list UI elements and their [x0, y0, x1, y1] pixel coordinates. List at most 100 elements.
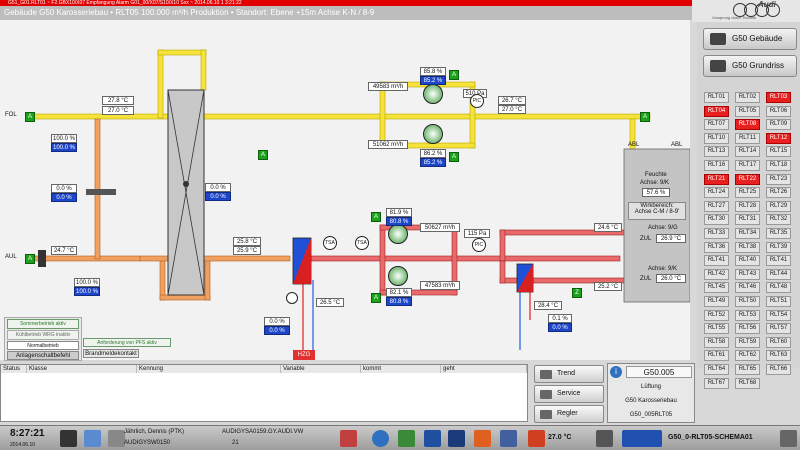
rlt-button[interactable]: RLT26 [766, 187, 791, 199]
rlt-button[interactable]: RLT40 [735, 255, 760, 267]
status-indicator-abl[interactable]: A [640, 112, 650, 122]
rlt-button[interactable]: RLT46 [735, 282, 760, 294]
pic-sensor-exhaust[interactable]: PIC [470, 94, 484, 108]
status-indicator-zul[interactable]: Z [572, 288, 582, 298]
nav-gebaeude-button[interactable]: G50 Gebäude [703, 28, 797, 50]
status-indicator-aul[interactable]: A [25, 254, 35, 264]
status-indicator-hx[interactable]: A [258, 150, 268, 160]
rlt-button[interactable]: RLT18 [766, 160, 791, 171]
alert-icon[interactable] [474, 430, 491, 447]
col-geht[interactable]: geht [441, 365, 527, 373]
rlt-button[interactable]: RLT16 [704, 160, 729, 171]
rlt-button[interactable]: RLT44 [766, 268, 791, 280]
rlt-button[interactable]: RLT38 [735, 241, 760, 253]
rlt-button[interactable]: RLT67 [704, 377, 729, 389]
flag-icon[interactable] [60, 430, 77, 447]
trend-button[interactable]: Trend [534, 365, 604, 383]
rlt-button[interactable]: RLT61 [704, 350, 729, 362]
rlt-button[interactable]: RLT41 [704, 255, 729, 267]
rlt-button[interactable]: RLT48 [766, 282, 791, 294]
rlt-button[interactable]: RLT22 [735, 173, 760, 185]
rlt-button[interactable]: RLT05 [735, 105, 760, 117]
rlt-button[interactable]: RLT56 [735, 323, 760, 335]
rlt-button[interactable]: RLT53 [735, 309, 760, 321]
rlt-button[interactable]: RLT23 [766, 173, 791, 185]
rlt-button[interactable]: RLT55 [704, 323, 729, 335]
rlt-button[interactable]: RLT31 [735, 214, 760, 226]
rlt-button[interactable]: RLT58 [704, 336, 729, 348]
rlt-button[interactable]: RLT01 [704, 92, 729, 103]
rlt-button[interactable]: RLT60 [766, 336, 791, 348]
anlage-button[interactable]: Anlagenschaltbefehl [7, 351, 79, 360]
rlt-button[interactable]: RLT15 [766, 146, 791, 158]
rlt-button[interactable]: RLT21 [704, 173, 729, 185]
rlt-button[interactable]: RLT68 [735, 377, 760, 389]
status-indicator-fan2[interactable]: A [449, 152, 459, 162]
rlt-button[interactable]: RLT39 [766, 241, 791, 253]
rlt-button[interactable]: RLT43 [735, 268, 760, 280]
service-button[interactable]: Service [534, 385, 604, 403]
rlt-button[interactable]: RLT42 [704, 268, 729, 280]
rlt-button[interactable]: RLT24 [704, 187, 729, 199]
rlt-button[interactable]: RLT03 [766, 92, 791, 103]
rlt-button[interactable]: RLT65 [735, 364, 760, 375]
rlt-button[interactable]: RLT35 [766, 228, 791, 239]
rlt-button[interactable]: RLT64 [704, 364, 729, 375]
regler-button[interactable]: Regler [534, 405, 604, 423]
screen-icon[interactable] [622, 430, 662, 447]
pen-icon[interactable] [596, 430, 613, 447]
pic-sensor-supply[interactable]: PIC [472, 238, 486, 252]
rlt-button[interactable]: RLT12 [766, 132, 791, 144]
exhaust-fan-1[interactable] [423, 84, 443, 104]
user-icon[interactable] [108, 430, 125, 447]
rlt-button[interactable]: RLT54 [766, 309, 791, 321]
status-indicator-sfan2[interactable]: A [371, 293, 381, 303]
info-icon[interactable]: i [610, 366, 622, 378]
rlt-button[interactable]: RLT13 [704, 146, 729, 158]
rlt-button[interactable]: RLT62 [735, 350, 760, 362]
status-indicator-fol[interactable]: A [25, 112, 35, 122]
col-kennung[interactable]: Kennung [137, 365, 281, 373]
tsa-sensor-2[interactable]: TSA [355, 236, 369, 250]
rlt-button[interactable]: RLT33 [704, 228, 729, 239]
rlt-button[interactable]: RLT17 [735, 160, 760, 171]
chart-icon[interactable] [500, 430, 517, 447]
info-taskbar-icon[interactable] [372, 430, 389, 447]
supply-fan-2[interactable] [388, 266, 408, 286]
zoom-icon[interactable] [424, 430, 441, 447]
rlt-button[interactable]: RLT02 [735, 92, 760, 103]
rlt-button[interactable]: RLT51 [766, 296, 791, 307]
tsa-sensor-1[interactable]: TSA [323, 236, 337, 250]
rlt-button[interactable]: RLT59 [735, 336, 760, 348]
heating-label[interactable]: HZG [293, 350, 315, 360]
supply-fan-1[interactable] [388, 224, 408, 244]
rlt-button[interactable]: RLT29 [766, 200, 791, 212]
rlt-button[interactable]: RLT14 [735, 146, 760, 158]
pump-icon[interactable] [286, 292, 298, 304]
rlt-button[interactable]: RLT57 [766, 323, 791, 335]
rlt-button[interactable]: RLT28 [735, 200, 760, 212]
col-status[interactable]: Status [1, 365, 27, 373]
wirkbereich-button[interactable]: Wirkbereich: Achse C-M / 8-9' [628, 202, 686, 220]
rlt-button[interactable]: RLT52 [704, 309, 729, 321]
rlt-button[interactable]: RLT11 [735, 132, 760, 144]
rlt-button[interactable]: RLT07 [704, 119, 729, 131]
rlt-button[interactable]: RLT63 [766, 350, 791, 362]
status-indicator-fan1[interactable]: A [449, 70, 459, 80]
status-indicator-sfan1[interactable]: A [371, 212, 381, 222]
rlt-button[interactable]: RLT06 [766, 105, 791, 117]
rlt-button[interactable]: RLT45 [704, 282, 729, 294]
rlt-button[interactable]: RLT08 [735, 119, 760, 131]
col-variable[interactable]: Variable [281, 365, 361, 373]
nav-grundriss-button[interactable]: G50 Grundriss [703, 55, 797, 77]
rlt-button[interactable]: RLT49 [704, 296, 729, 307]
exit-icon[interactable] [780, 430, 797, 447]
refresh-icon[interactable] [398, 430, 415, 447]
col-kommt[interactable]: kommt [361, 365, 441, 373]
rlt-button[interactable]: RLT32 [766, 214, 791, 226]
rlt-button[interactable]: RLT34 [735, 228, 760, 239]
rlt-button[interactable]: RLT41 [766, 255, 791, 267]
rlt-button[interactable]: RLT66 [766, 364, 791, 375]
rlt-button[interactable]: RLT09 [766, 119, 791, 131]
col-klasse[interactable]: Klasse [27, 365, 137, 373]
